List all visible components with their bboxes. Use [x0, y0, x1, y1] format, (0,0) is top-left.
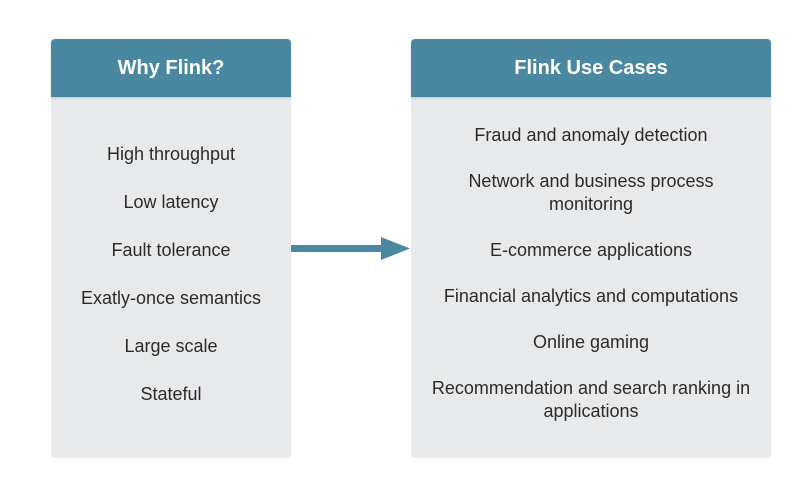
use-case-line: Network and business process [468, 171, 714, 191]
right-arrow-icon [291, 237, 410, 260]
use-case-line: monitoring [548, 194, 634, 214]
use-case-item: Financial analytics and computations [411, 285, 771, 308]
use-case-line: Online gaming [532, 332, 650, 352]
why-flink-panel: Why Flink? High throughput Low latency F… [51, 39, 291, 458]
why-flink-item: High throughput [106, 144, 236, 164]
flink-use-cases-header: Flink Use Cases [411, 39, 771, 97]
why-flink-item: Low latency [123, 192, 219, 212]
use-case-item: Recommendation and search ranking in app… [411, 377, 771, 423]
flink-use-cases-panel: Flink Use Cases Fraud and anomaly detect… [411, 39, 771, 458]
use-case-item: E-commerce applications [411, 239, 771, 262]
use-case-line: Fraud and anomaly detection [474, 125, 708, 145]
use-case-line: Financial analytics and computations [443, 286, 739, 306]
use-case-line: applications [543, 401, 639, 421]
use-case-item: Network and business process monitoring [411, 170, 771, 216]
why-flink-item: Large scale [124, 336, 218, 356]
why-flink-header: Why Flink? [51, 39, 291, 97]
use-case-line: Recommendation and search ranking in [431, 378, 751, 398]
why-flink-item: Fault tolerance [111, 240, 231, 260]
use-case-line: E-commerce applications [489, 240, 693, 260]
why-flink-item: Stateful [140, 384, 202, 404]
why-flink-item: Exatly-once semantics [80, 288, 262, 308]
use-case-item: Fraud and anomaly detection [411, 124, 771, 147]
use-case-item: Online gaming [411, 331, 771, 354]
